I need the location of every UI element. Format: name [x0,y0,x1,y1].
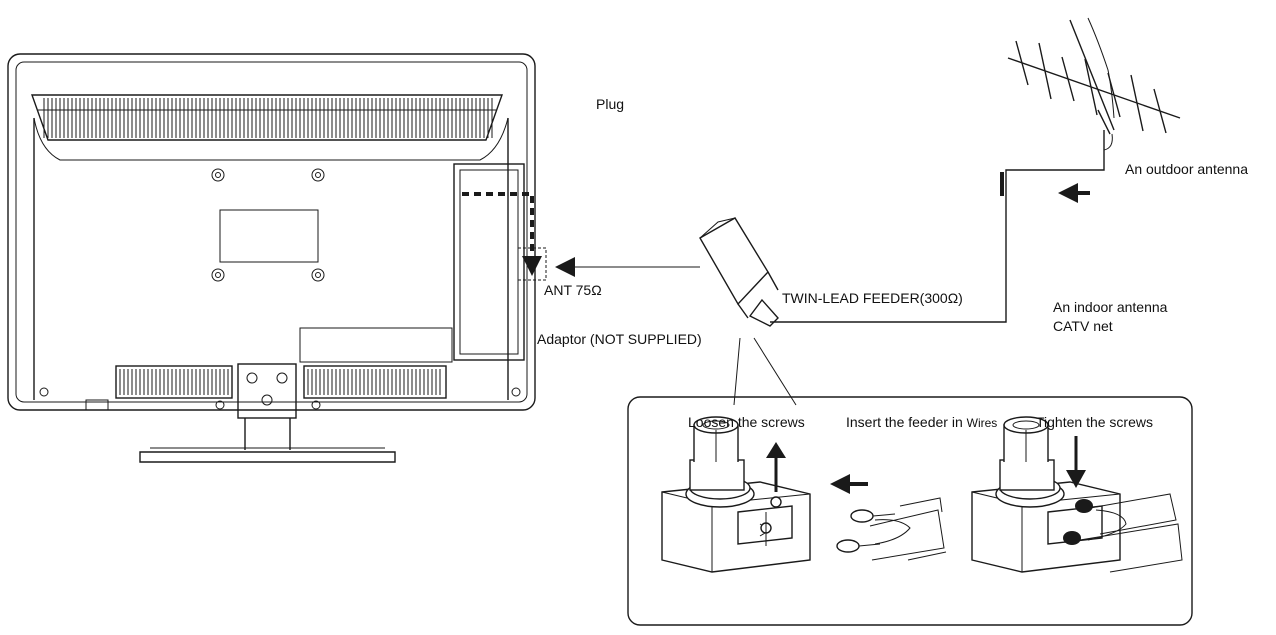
insert-arrow-icon [830,474,850,494]
internal-cable-path [462,192,534,255]
terminal-block-tighten [971,416,1183,573]
feeder-wires-icon [836,497,947,561]
twin-lead-feeder-line [770,169,1045,323]
tv-stand [139,363,396,463]
screw-icon [770,496,782,508]
catv-label: CATV net [1053,318,1113,334]
terminal-block-loosen [661,416,811,573]
ant-input-arrow-icon [522,256,542,276]
outdoor-antenna-icon [1007,17,1181,171]
outdoor-antenna-label: An outdoor antenna [1125,161,1248,177]
insert-prefix: Insert the feeder in [846,414,963,430]
wall-mount-screws [211,168,325,282]
feeder-installation-detail [627,396,1193,626]
ant-label: ANT 75Ω [544,282,602,298]
bottom-vent-grilles [115,365,447,399]
loosen-label: Loosen the screws [688,414,805,430]
adaptor-label: Adaptor (NOT SUPPLIED) [537,331,702,347]
balun-adaptor-icon [699,217,779,327]
side-connection-panel [453,163,547,361]
tighten-label: Tighten the screws [1036,414,1153,430]
top-vent-grille [31,94,503,141]
plug-label: Plug [596,96,625,112]
tighten-arrow-icon [1066,470,1086,488]
ant-arrow-icon [555,257,575,277]
label-plate [219,209,319,263]
tv-rear-panel [7,53,547,463]
callout-leader-lines [733,337,797,406]
insert-label: Insert the feeder in Wires [846,414,997,431]
feeder-arrow-icon [1058,183,1078,203]
twin-lead-label: TWIN-LEAD FEEDER(300Ω) [782,290,963,306]
insert-wires: Wires [966,416,998,430]
loosen-arrow-icon [766,442,786,458]
indoor-antenna-label: An indoor antenna [1053,299,1168,315]
